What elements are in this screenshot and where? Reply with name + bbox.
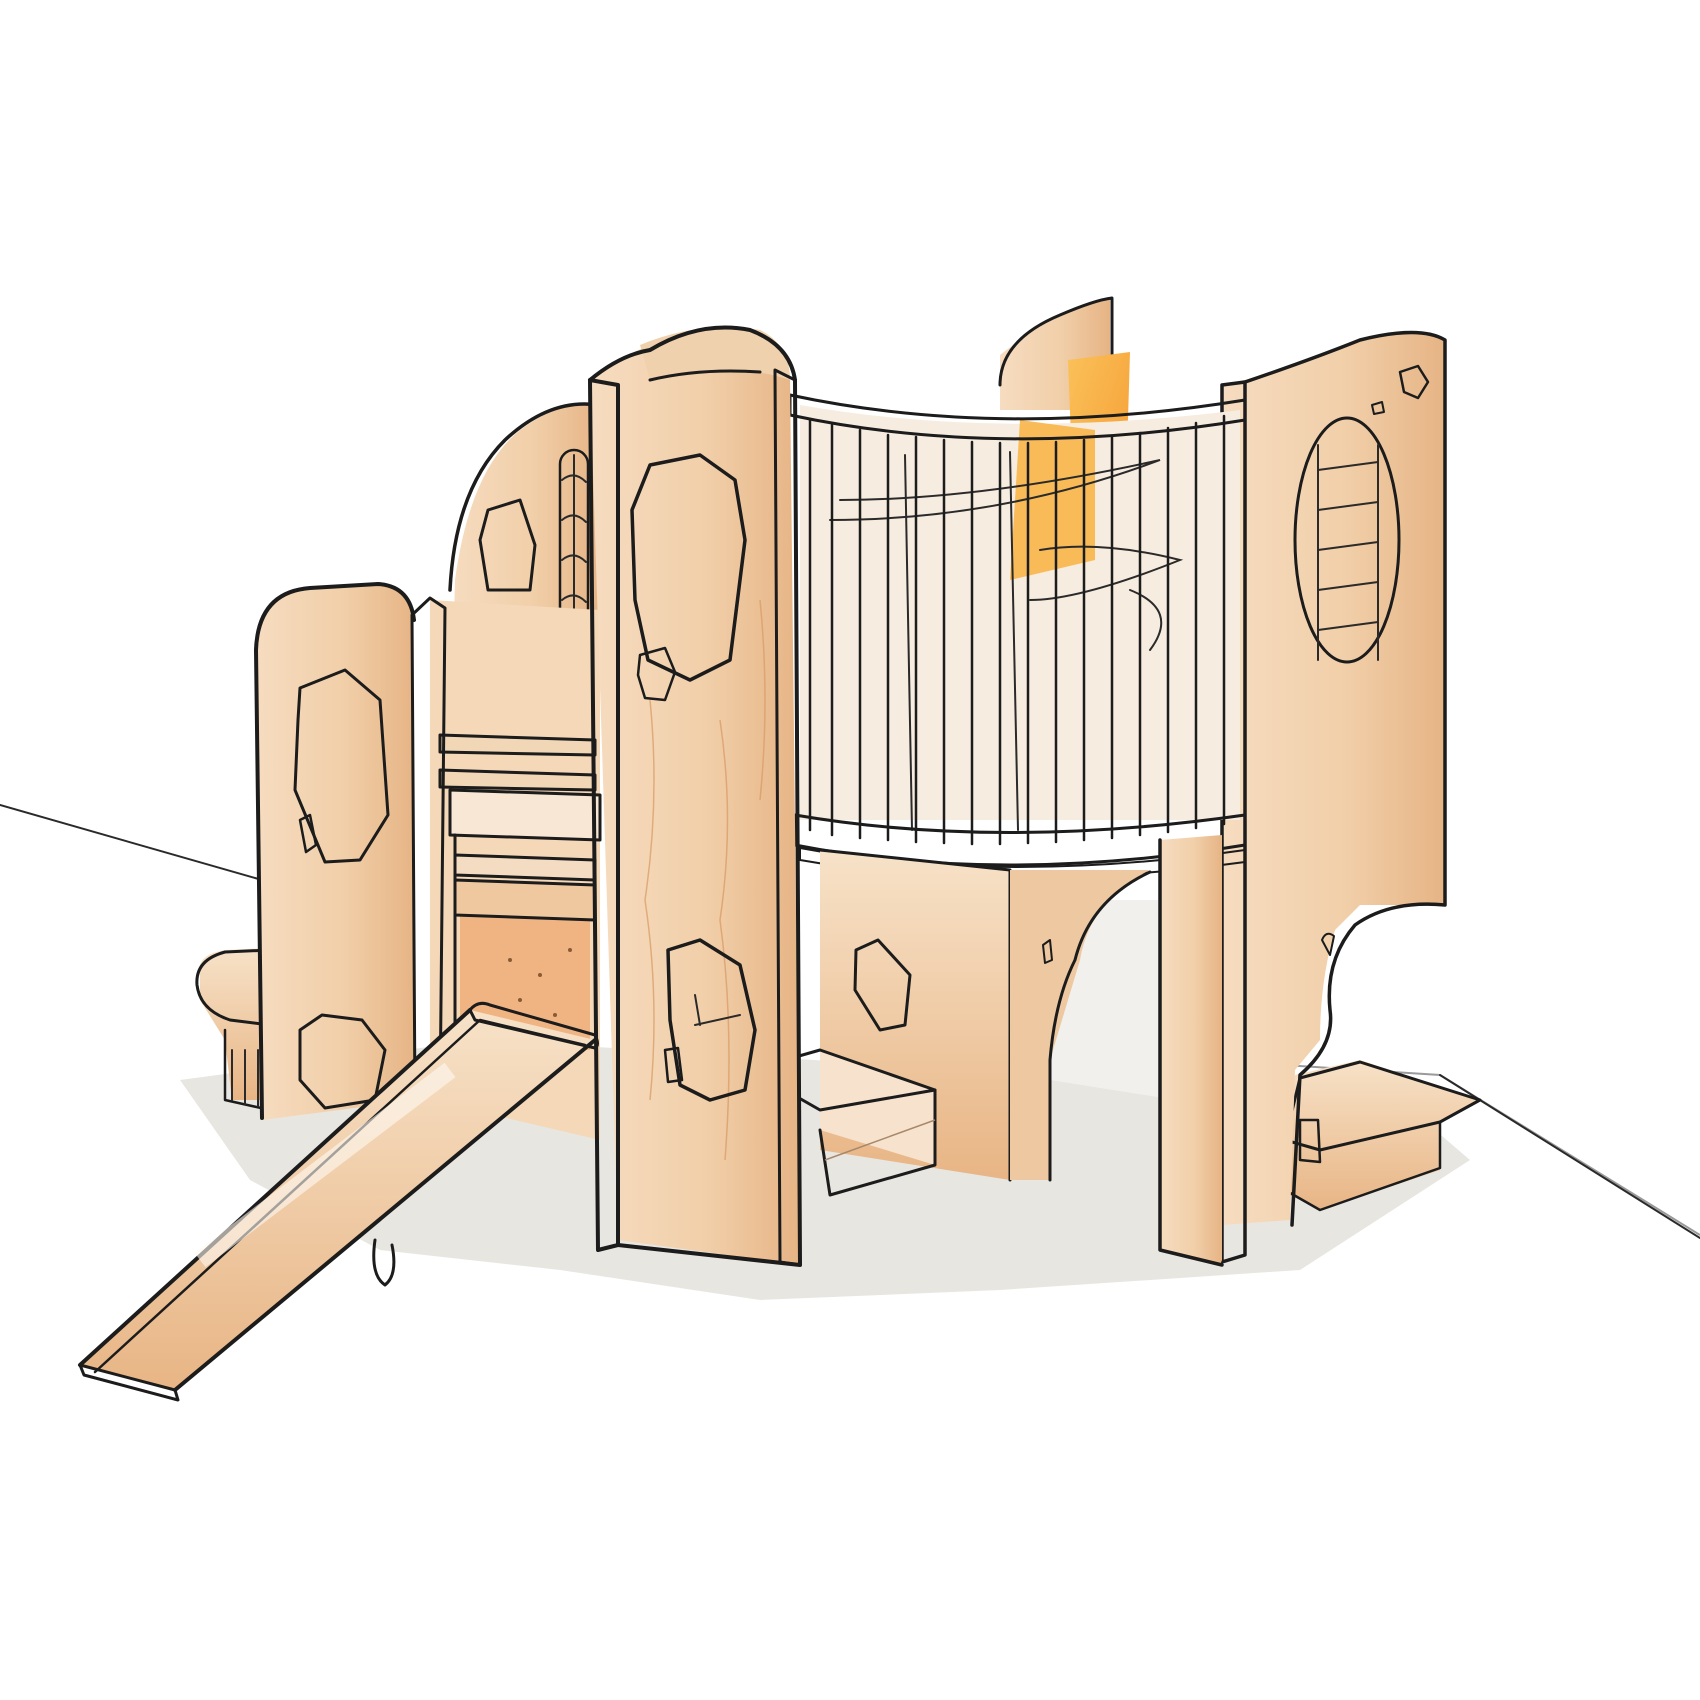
bars-icon — [808, 414, 1226, 846]
climbing-hold-icon — [853, 938, 912, 1032]
left-bench — [195, 948, 272, 1112]
climbing-hold-icon — [293, 668, 390, 864]
slide — [78, 1001, 599, 1402]
climbing-hold-icon — [478, 498, 537, 592]
climbing-hold-icon — [636, 646, 677, 702]
climbing-hold-icon — [663, 1046, 684, 1084]
front-left-panel — [254, 582, 447, 1120]
climbing-hold-icon — [298, 813, 318, 854]
climbing-hold-icon — [666, 938, 757, 1102]
left-middle-bay — [430, 600, 602, 1140]
cage-balcony — [788, 393, 1247, 879]
climbing-hold-icon — [630, 453, 747, 682]
cage-right-post — [1158, 835, 1224, 1267]
center-column — [588, 325, 802, 1267]
right-bench — [1280, 1060, 1482, 1212]
climbing-hold-icon — [298, 1013, 387, 1110]
under-cage — [748, 848, 1152, 1197]
